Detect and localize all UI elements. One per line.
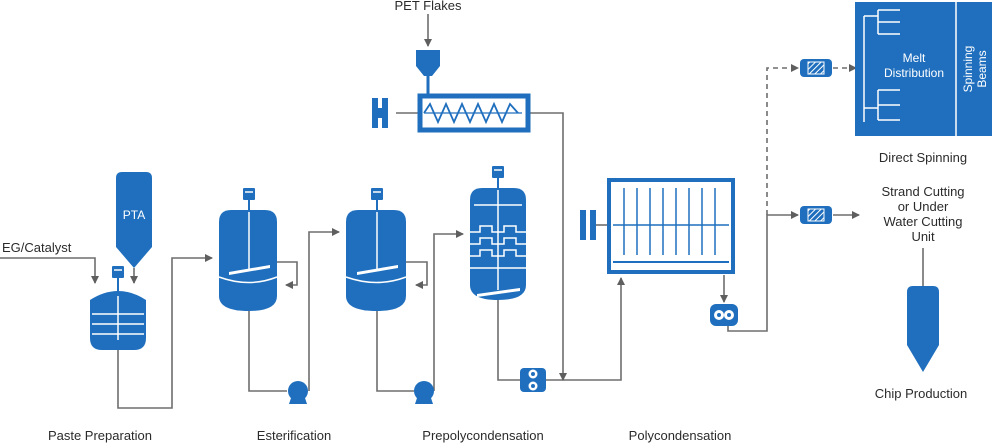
reactor2-to-pump-pipe bbox=[376, 311, 414, 392]
strand-cutting-label-3: Water Cutting bbox=[884, 214, 963, 229]
reactor2-recirculation-pipe bbox=[406, 261, 428, 289]
polycondensation-finisher bbox=[580, 178, 735, 274]
agitator-motor-icon bbox=[371, 188, 383, 200]
pet-flakes-label: PET Flakes bbox=[395, 0, 462, 13]
paste-preparation-tank bbox=[90, 266, 146, 350]
chip-silo bbox=[907, 286, 939, 372]
pump-2 bbox=[414, 381, 434, 404]
pipes bbox=[0, 14, 924, 409]
gearpump-to-polycondensation-pipe bbox=[546, 277, 625, 381]
agitator-motor-icon bbox=[112, 266, 124, 278]
eg-catalyst-pipe bbox=[0, 257, 99, 284]
polycondensation-label: Polycondensation bbox=[629, 428, 732, 443]
labels: EG/Catalyst PET Flakes Paste Preparation… bbox=[2, 0, 967, 443]
pta-label: PTA bbox=[123, 208, 145, 222]
discharge-gear-pump bbox=[710, 304, 738, 326]
agitator-motor-icon bbox=[243, 188, 255, 200]
strand-cutting-label-2: or Under bbox=[898, 199, 949, 214]
eg-catalyst-label: EG/Catalyst bbox=[2, 240, 72, 255]
melt-distribution-label-2: Distribution bbox=[884, 66, 944, 80]
pump-1 bbox=[288, 381, 308, 404]
esterifier-to-pump-pipe bbox=[248, 311, 287, 392]
paste-preparation-label: Paste Preparation bbox=[48, 428, 152, 443]
pump2-to-prepoly-pipe bbox=[433, 230, 464, 391]
agitator-motor-icon bbox=[492, 166, 504, 178]
prepolycondensation-reactor bbox=[470, 166, 526, 300]
spinning-beams-label: Spinning bbox=[961, 46, 975, 93]
strand-cutting-label-1: Strand Cutting bbox=[881, 184, 964, 199]
direct-spinning-label: Direct Spinning bbox=[879, 150, 967, 165]
pet-flakes-hopper bbox=[416, 50, 440, 94]
extruder-motor-icon bbox=[372, 98, 378, 128]
gear-pump bbox=[520, 368, 546, 392]
prepoly-to-gearpump-pipe bbox=[497, 300, 520, 381]
pump1-to-reactor2-pipe bbox=[308, 228, 340, 391]
paste-to-esterification-pipe bbox=[117, 254, 213, 409]
prepolycondensation-label: Prepolycondensation bbox=[422, 428, 543, 443]
melt-filter-chips bbox=[800, 206, 832, 224]
esterification-label: Esterification bbox=[257, 428, 331, 443]
extruder bbox=[372, 93, 531, 133]
spinning-beams-label-2: Beams bbox=[975, 50, 989, 87]
extruder-outlet-pipe bbox=[528, 112, 567, 381]
strand-cutting-label-4: Unit bbox=[911, 229, 935, 244]
direct-spinning-unit: Melt Distribution Spinning Beams bbox=[855, 2, 992, 136]
melt-filter-spinning bbox=[800, 59, 832, 77]
to-direct-spinning-pipe bbox=[766, 64, 799, 215]
esterification-reactor bbox=[218, 188, 278, 311]
discharge-to-chip-line-pipe bbox=[727, 211, 799, 332]
esterification-reactor-2 bbox=[345, 188, 407, 311]
melt-distribution-label: Melt bbox=[903, 51, 926, 65]
esterifier-recirculation-pipe bbox=[276, 261, 298, 289]
pta-silo: PTA bbox=[116, 172, 152, 268]
finisher-motor-icon bbox=[580, 210, 586, 240]
chip-production-label: Chip Production bbox=[875, 386, 968, 401]
